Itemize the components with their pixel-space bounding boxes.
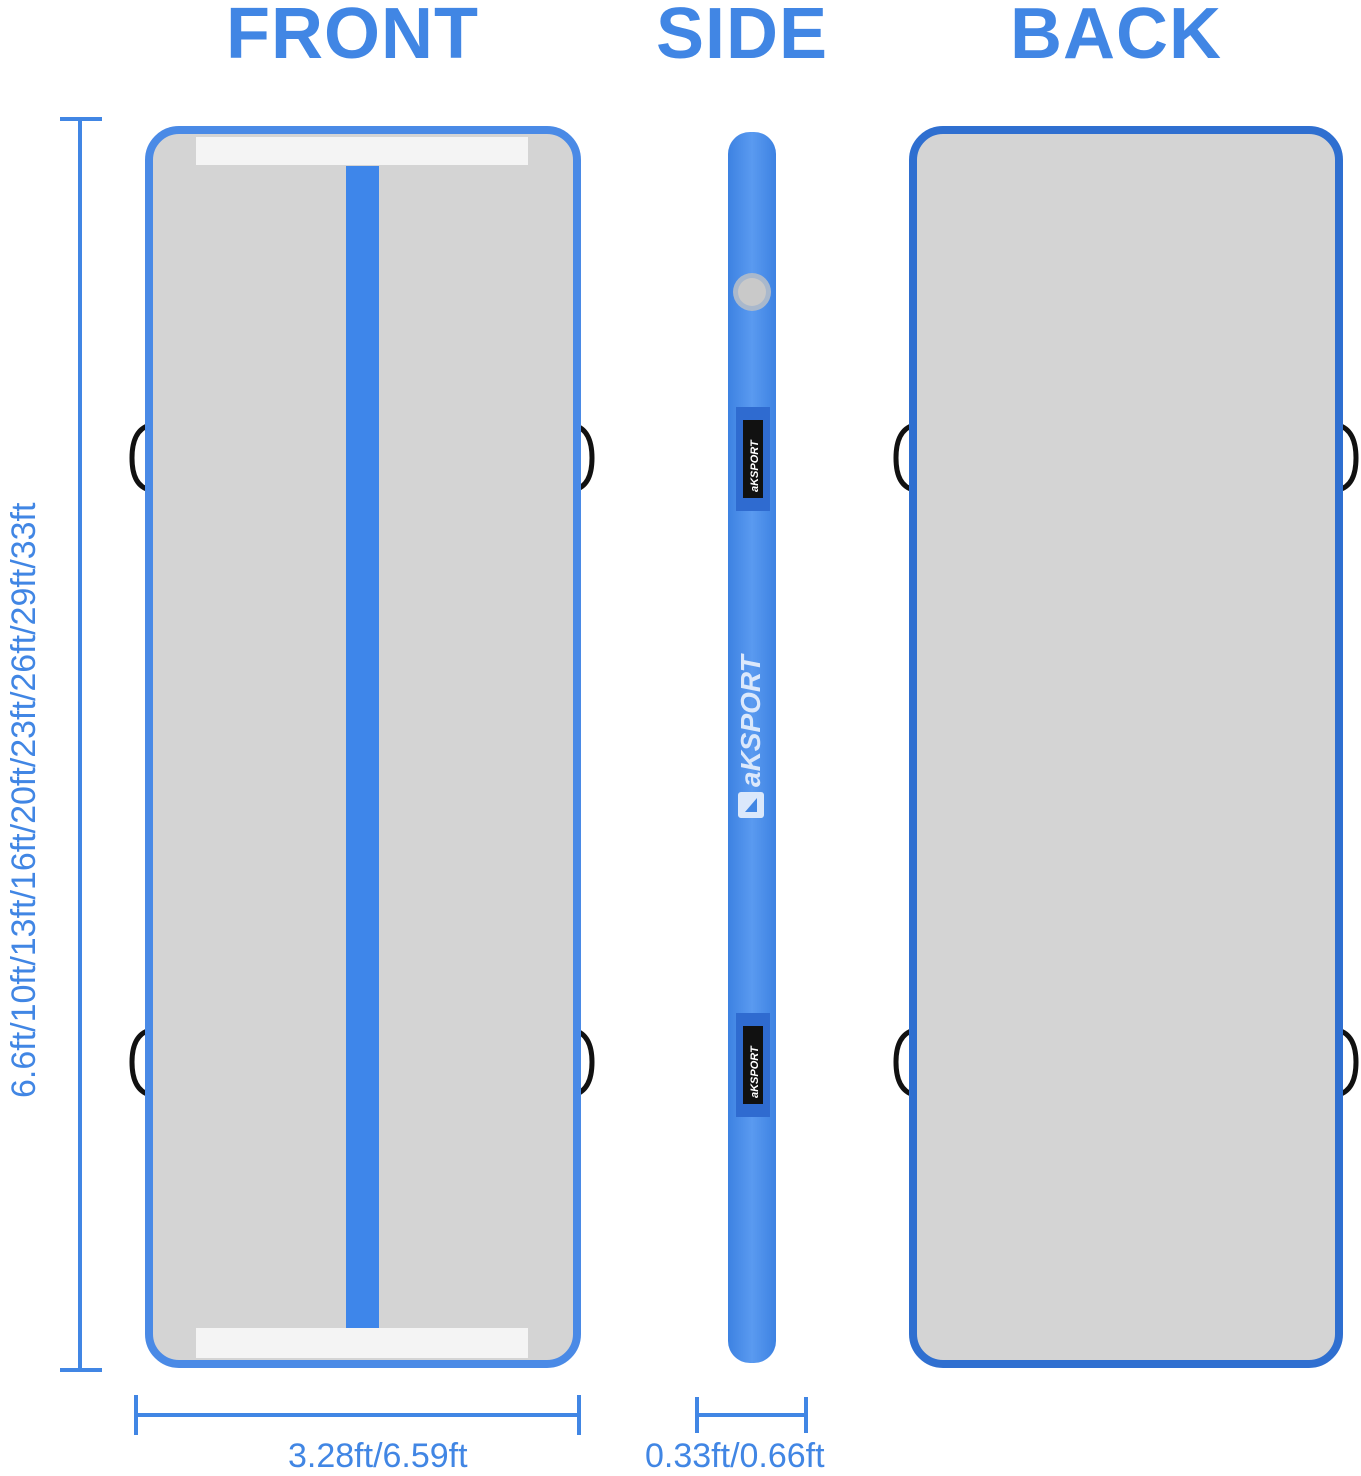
side-view-title: SIDE: [656, 0, 829, 74]
side-tag-text-top: aKSPORT: [749, 439, 761, 492]
length-dimension-label: 6.6ft/10ft/13ft/16ft/20ft/23ft/26ft/29ft…: [5, 502, 43, 1098]
brand-logo-icon: [738, 792, 764, 818]
valve-icon: [733, 273, 771, 311]
side-tag-top: [736, 407, 770, 511]
back-view-title: BACK: [1010, 0, 1222, 74]
front-handle-icon: [129, 422, 595, 1098]
width-dimension-line: [134, 1395, 581, 1435]
side-tag-bottom: [736, 1013, 770, 1117]
back-handle-icon: [893, 422, 1359, 1098]
front-view-title: FRONT: [226, 0, 479, 74]
side-mat: aKSPORT aKSPORT aKSPORT: [728, 132, 776, 1363]
height-dimension-line: [695, 1397, 808, 1433]
width-dimension-label: 3.28ft/6.59ft: [288, 1437, 468, 1475]
side-tag-text-bottom: aKSPORT: [749, 1045, 761, 1098]
front-end-stripe-bottom: [196, 1328, 528, 1358]
front-center-line: [346, 166, 379, 1328]
back-mat: [893, 126, 1359, 1368]
side-brand-logo-text: aKSPORT: [735, 652, 766, 787]
front-end-stripe-top: [196, 137, 528, 165]
length-dimension-line: [60, 117, 102, 1372]
front-mat: [129, 126, 595, 1368]
height-dimension-label: 0.33ft/0.66ft: [645, 1437, 825, 1475]
